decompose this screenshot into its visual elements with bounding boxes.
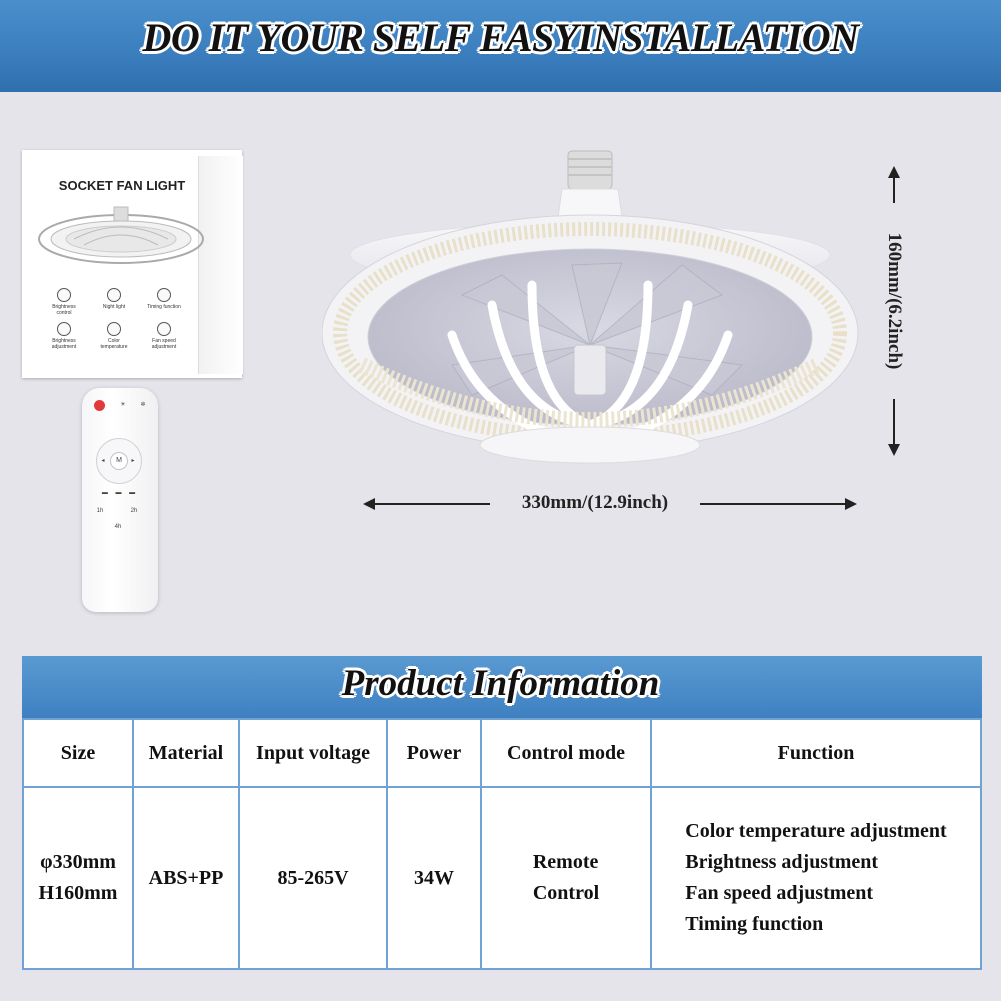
size-diameter: φ330mm [40,851,116,873]
remote-row-icons: ▬ ▬ ▬ [101,490,139,496]
height-dimension-label: 160mm/(6.2inch) [881,203,907,399]
function-list: Color temperature adjustment Brightness … [685,816,946,940]
product-box-side [198,156,243,374]
header-control-mode: Control mode [480,718,652,788]
headline: DO IT YOUR SELF EASYINSTALLATION [142,15,859,60]
remote-control: ☀ ✲ ◂ ▸ M ▬ ▬ ▬ 1h 2h 4h [82,388,158,612]
box-fan-image [38,206,204,264]
fan-light-image [322,150,859,464]
function-item: Fan speed adjustment [685,882,874,904]
cell-control-mode: Remote Control [480,786,652,970]
box-icon-4: Brightness adjustment [44,322,84,350]
power-button-icon [94,400,105,411]
product-info-banner [22,656,982,718]
cell-power: 34W [386,786,482,970]
box-icon-3: Timing function [144,288,184,310]
product-info-title: Product Information [341,663,660,704]
light-icon: ☀ [120,402,126,408]
product-info-table: Size Material Input voltage Power Contro… [22,718,982,970]
cell-size: φ330mm H160mm [22,786,134,970]
right-arrow-icon: ▸ [131,458,135,464]
header-size: Size [22,718,134,788]
function-item: Timing function [685,913,824,935]
box-icon-1: Brightness control [44,288,84,316]
timer-1h-button: 1h [96,508,104,514]
box-icon-2: Night light [94,288,134,310]
table-header-row: Size Material Input voltage Power Contro… [22,718,982,788]
top-banner [0,0,1001,92]
control-line-1: Remote [532,851,599,873]
width-dimension-label: 330mm/(12.9inch) [490,490,700,516]
function-item: Color temperature adjustment [685,820,947,842]
table-row: φ330mm H160mm ABS+PP 85-265V 34W Remote … [22,786,982,970]
fan-icon: ✲ [140,402,146,408]
header-material: Material [132,718,240,788]
cell-function: Color temperature adjustment Brightness … [650,786,982,970]
box-title: SOCKET FAN LIGHT [58,178,186,193]
header-power: Power [386,718,482,788]
box-icon-5: Color temperature [94,322,134,350]
left-arrow-icon: ◂ [101,458,105,464]
product-box-face: SOCKET FAN LIGHT [22,150,222,378]
cell-material: ABS+PP [132,786,240,970]
remote-mode-button: M [110,452,128,470]
header-input-voltage: Input voltage [238,718,388,788]
cell-input-voltage: 85-265V [238,786,388,970]
function-item: Brightness adjustment [685,851,879,873]
header-function: Function [650,718,982,788]
timer-2h-button: 2h [130,508,138,514]
size-height: H160mm [38,882,118,904]
control-line-2: Control [532,882,600,904]
timer-4h-button: 4h [114,524,122,530]
box-feature-icons: Brightness control Night light Timing fu… [44,288,194,368]
box-icon-6: Fan speed adjustment [144,322,184,350]
